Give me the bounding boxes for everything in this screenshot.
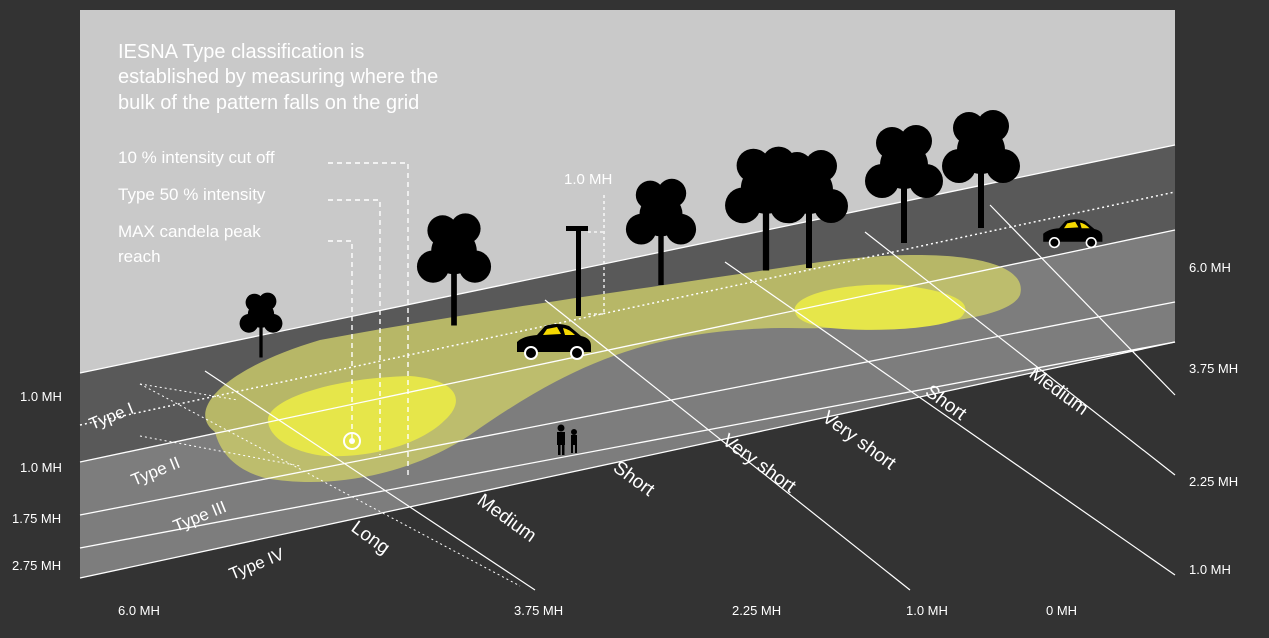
left-label: 1.75 MH xyxy=(12,511,61,526)
intro-line-2: established by measuring where the xyxy=(118,66,438,88)
left-label: 1.0 MH xyxy=(20,389,62,404)
pedestrians-icon xyxy=(557,424,577,455)
pole-height-label: 1.0 MH xyxy=(564,171,612,188)
bottom-label: 0 MH xyxy=(1046,603,1077,618)
bottom-label: 1.0 MH xyxy=(906,603,948,618)
grid-line xyxy=(79,341,1176,549)
inner-intensity-area-right xyxy=(794,284,966,330)
light-pole xyxy=(566,226,588,316)
legend-half-intensity: Type 50 % intensity xyxy=(118,185,266,204)
bottom-label: 3.75 MH xyxy=(514,603,563,618)
type-measure-line xyxy=(139,435,301,467)
curb-line xyxy=(79,191,1176,426)
bottom-label: 6.0 MH xyxy=(118,603,160,618)
light-pattern xyxy=(205,254,1021,483)
legend-leader-lines xyxy=(328,162,409,478)
transverse-line xyxy=(204,370,536,591)
legend-max-candela: MAX candela peak xyxy=(118,222,261,241)
ground xyxy=(80,342,1175,590)
legend-max-candela-reach: reach xyxy=(118,247,161,266)
cutoff-leader-line xyxy=(328,162,409,478)
right-label: 2.25 MH xyxy=(1189,474,1238,489)
intro-line-3: bulk of the pattern falls on the grid xyxy=(118,92,419,114)
right-label: 1.0 MH xyxy=(1189,562,1231,577)
right-label: 6.0 MH xyxy=(1189,260,1231,275)
grid-line xyxy=(79,229,1176,463)
right-label: 3.75 MH xyxy=(1189,361,1238,376)
left-label: 2.75 MH xyxy=(12,558,61,573)
intro-line-1: IESNA Type classification is xyxy=(118,41,364,63)
left-label: 1.0 MH xyxy=(20,460,62,475)
transverse-line xyxy=(864,231,1176,476)
pole-height-marker xyxy=(588,195,605,315)
transverse-line xyxy=(724,261,1176,576)
type-measure-lines xyxy=(139,383,521,587)
grid-line xyxy=(79,301,1176,516)
inner-intensity-area-left xyxy=(268,376,456,457)
legend-cutoff: 10 % intensity cut off xyxy=(118,148,275,167)
max-candela-leader-line xyxy=(328,240,353,438)
bottom-label: 2.25 MH xyxy=(732,603,781,618)
transverse-line xyxy=(989,204,1176,396)
max-candela-marker xyxy=(343,432,361,450)
grid-line xyxy=(79,341,1176,579)
transverse-line xyxy=(544,299,911,591)
type-measure-line xyxy=(139,383,239,401)
type-measure-line xyxy=(139,383,521,587)
